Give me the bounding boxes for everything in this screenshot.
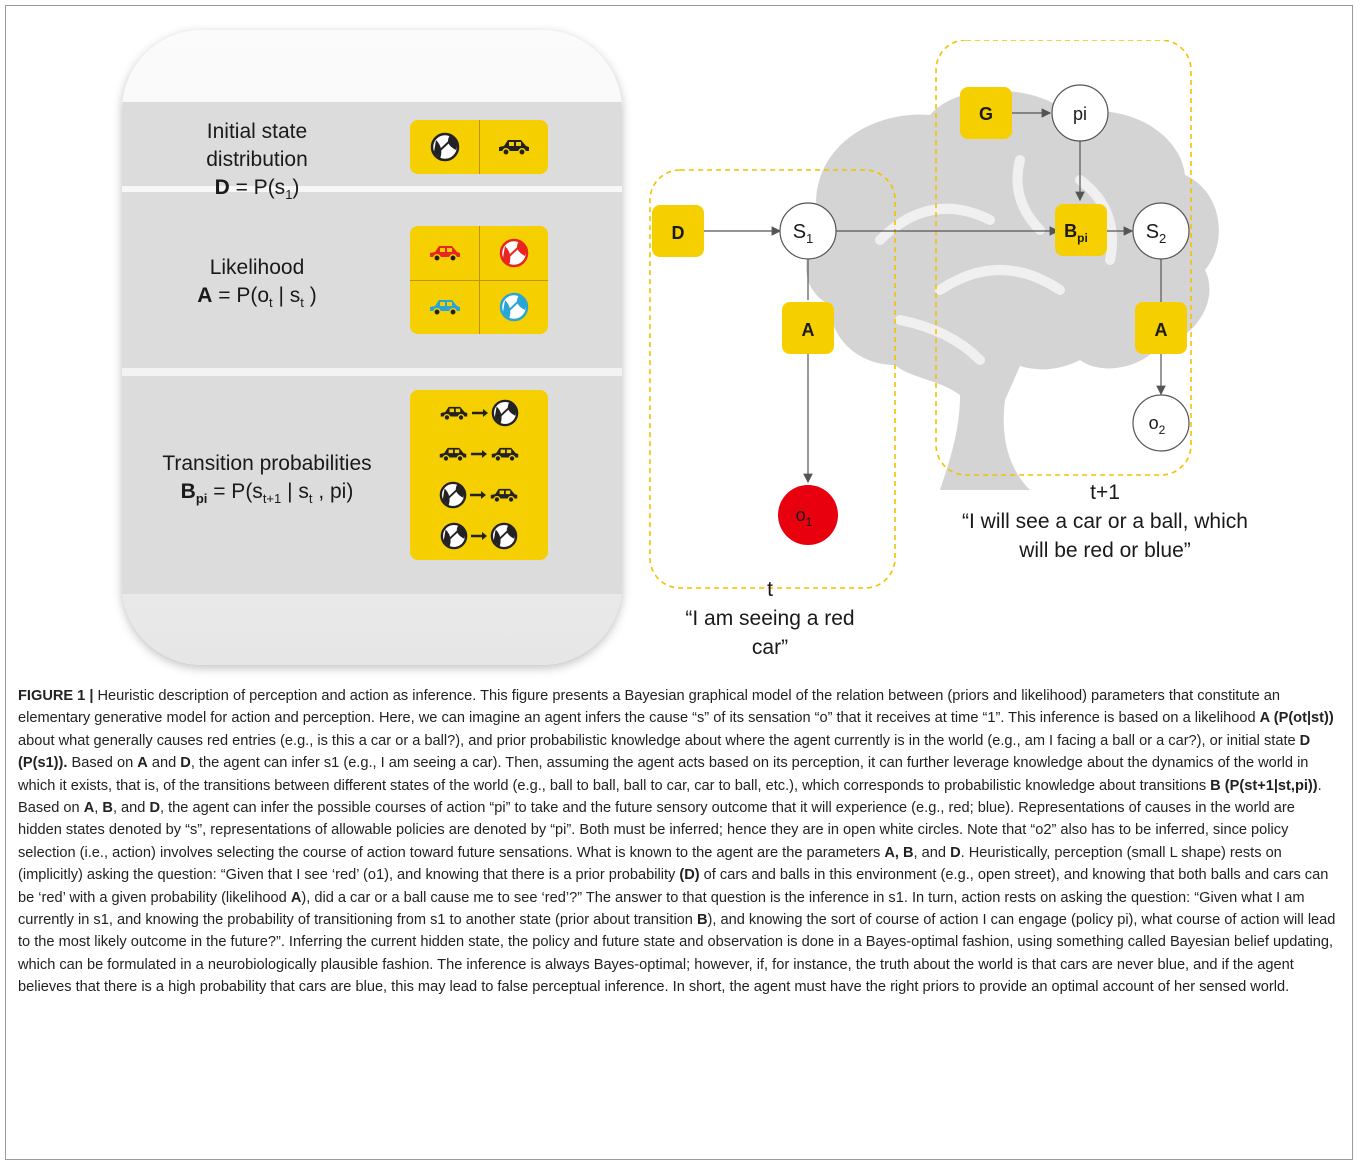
caption-bold: D (P(s1)). [18, 732, 1311, 772]
initial-state-box [410, 120, 548, 174]
car-icon [491, 447, 519, 462]
transition-ball-to-ball [410, 517, 548, 555]
caption-bold: D [180, 755, 191, 772]
caption-text: , [94, 800, 103, 817]
initial-line1: Initial state [206, 120, 308, 143]
initial-equation: D = P(s1) [214, 176, 300, 203]
caption-text: Based on [67, 755, 138, 772]
time-t1-plate [935, 40, 1192, 476]
time-t-quote-line2: car” [751, 636, 789, 659]
caption-text: , and [112, 800, 150, 817]
likelihood-label: Likelihood A = P(ot | st ) [142, 254, 372, 317]
red-ball-icon [479, 226, 548, 280]
node-B-pi [1055, 204, 1107, 256]
parameter-panel: Initial state distribution D = P(s1) Lik… [122, 30, 622, 665]
initial-state-label: Initial state distribution D = P(s1) [142, 118, 372, 209]
transition-box [410, 390, 548, 560]
arrow-right-icon [472, 409, 488, 417]
transition-label: Transition probabilities Bpi = P(st+1 | … [136, 450, 398, 513]
arrow-right-icon [470, 491, 486, 499]
blue-ball-icon [479, 280, 548, 334]
caption-text: ), and knowing the sort of course of act… [18, 912, 1336, 996]
car-icon [479, 120, 548, 174]
node-A1-label: A [802, 320, 815, 340]
arrow-right-icon [471, 450, 487, 458]
figure-label: FIGURE 1 | [18, 688, 94, 704]
time-t1-quote-line2: will be red or blue” [1019, 539, 1191, 562]
ball-icon [491, 399, 519, 427]
node-A1 [782, 302, 834, 354]
node-G-label: G [979, 104, 993, 124]
likelihood-line1: Likelihood [209, 256, 305, 279]
likelihood-box [410, 226, 548, 334]
time-t-caption: t “I am seeing a red car” [660, 575, 880, 662]
brain-folds-icon [875, 155, 1117, 365]
caption-bold: B [696, 912, 708, 929]
caption-text: , the agent can infer s1 (e.g., I am see… [18, 755, 1309, 794]
caption-bold: A [290, 889, 302, 906]
caption-bold: B [102, 800, 113, 817]
node-S1 [779, 202, 837, 260]
caption-bold: D [950, 844, 961, 861]
time-t-label: t [767, 578, 773, 601]
node-A2-label: A [1155, 320, 1168, 340]
node-o2 [1132, 394, 1190, 452]
likelihood-equation: A = P(ot | st ) [197, 284, 317, 311]
caption-text: ), did a car or a ball cause me to see ‘… [18, 889, 1305, 929]
caption-text: , and [913, 844, 951, 861]
time-t1-quote-line1: “I will see a car or a ball, which [962, 510, 1248, 533]
node-o2-label: o2 [1149, 413, 1166, 437]
node-o1-observed [778, 485, 838, 545]
node-G [960, 87, 1012, 139]
arrow-right-icon [471, 532, 487, 540]
node-o1-label: o1 [796, 505, 813, 529]
caption-bold: A, B [884, 844, 914, 861]
caption-text: , the agent can infer the possible cours… [18, 800, 1295, 861]
brain-silhouette-icon [806, 90, 1219, 490]
caption-bold: A [83, 800, 95, 817]
red-car-icon [410, 226, 479, 280]
transition-car-to-ball [410, 394, 548, 432]
transition-equation: Bpi = P(st+1 | st , pi) [180, 480, 354, 507]
time-t-plate [649, 169, 896, 589]
car-icon [490, 488, 518, 503]
node-S2 [1132, 202, 1190, 260]
ball-icon [440, 522, 468, 550]
node-pi [1051, 84, 1109, 142]
node-D [652, 205, 704, 257]
transition-ball-to-car [410, 476, 548, 514]
node-pi-label: pi [1073, 104, 1087, 124]
caption-text: . Based on [18, 777, 1322, 817]
caption-bold: (D) [679, 867, 700, 884]
caption-text: of cars and balls in this environment (e… [18, 867, 1329, 906]
caption-bold: B (P(st+1|st,pi)) [1210, 777, 1318, 794]
ball-icon [410, 120, 479, 174]
car-icon [439, 447, 467, 462]
caption-bold: A [137, 755, 148, 772]
car-icon [440, 406, 468, 421]
transition-line1: Transition probabilities [162, 452, 372, 475]
caption-bold: A (P(ot|st)) [1259, 710, 1334, 727]
node-S1-label: S1 [793, 221, 814, 246]
transition-car-to-car [410, 435, 548, 473]
caption-text: Heuristic description of perception and … [18, 688, 1280, 727]
node-D-label: D [672, 223, 685, 243]
time-t1-label: t+1 [1090, 481, 1120, 504]
graphical-model-diagram: D S1 A o1 G pi Bpi S2 A o2 [649, 40, 1219, 589]
node-A2 [1135, 302, 1187, 354]
time-t-quote-line1: “I am seeing a red [685, 607, 855, 630]
blue-car-icon [410, 280, 479, 334]
time-t1-caption: t+1 “I will see a car or a ball, which w… [940, 478, 1270, 565]
caption-bold: D [149, 800, 160, 817]
initial-line2: distribution [206, 148, 308, 171]
ball-icon [439, 481, 467, 509]
figure-caption: FIGURE 1 | Heuristic description of perc… [18, 685, 1340, 999]
figure-frame [5, 5, 1353, 1160]
caption-text: . Heuristically, perception (small L sha… [18, 844, 1282, 884]
node-S2-label: S2 [1146, 221, 1167, 246]
caption-text: about what generally causes red entries … [18, 732, 1300, 749]
caption-text: and [147, 755, 181, 772]
node-B-label: Bpi [1064, 221, 1088, 245]
ball-icon [490, 522, 518, 550]
